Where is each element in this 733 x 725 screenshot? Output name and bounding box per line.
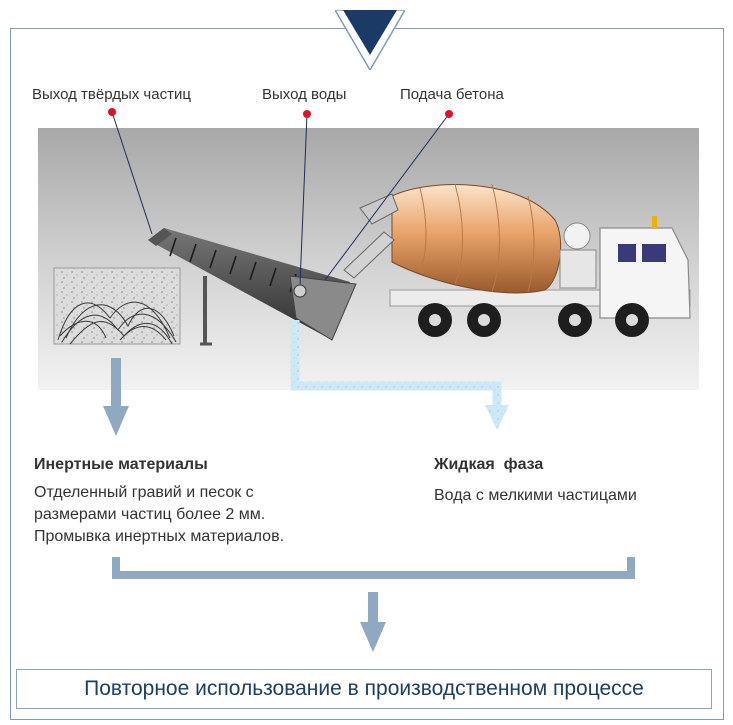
callout-dot-water: [303, 110, 311, 118]
water-flow-line: [290, 320, 502, 405]
liquid-phase-description: Вода с мелкими частицами: [434, 487, 637, 504]
inert-desc-line: размерами частиц более 2 мм.: [34, 506, 266, 523]
callout-dot-solids: [108, 108, 116, 116]
inert-materials-heading: Инертные материалы: [34, 456, 208, 473]
inert-flow-shaft: [111, 358, 121, 408]
inert-materials-description: Отделенный гравий и песок с размерами ча…: [34, 482, 364, 548]
gravel-strands: [57, 301, 177, 345]
result-box: Повторное использование в производственн…: [16, 669, 712, 709]
callout-water-outlet: Выход воды: [262, 86, 347, 103]
inert-desc-line: Промывка инертных материалов.: [34, 528, 285, 545]
callout-concrete-feed: Подача бетона: [400, 86, 504, 103]
water-flow-arrowhead: [485, 405, 509, 430]
result-text: Повторное использование в производственн…: [84, 677, 644, 700]
merge-bracket: [112, 557, 635, 579]
leader-concrete: [324, 113, 450, 281]
callout-dot-concrete: [445, 110, 453, 118]
leader-water: [299, 113, 308, 285]
result-flow-shaft: [368, 592, 378, 624]
concrete-mixer-truck-icon: [343, 183, 691, 337]
down-triangle-icon: [335, 10, 405, 70]
inert-flow-arrowhead: [103, 406, 129, 436]
inert-desc-line: Отделенный гравий и песок с: [34, 484, 254, 501]
gravel-pile: [53, 267, 181, 345]
callout-solids-outlet: Выход твёрдых частиц: [32, 86, 191, 103]
separator-screw-icon: [148, 228, 357, 341]
result-flow-arrowhead: [360, 622, 386, 652]
liquid-phase-heading: Жидкая фаза: [434, 456, 544, 473]
leader-solids: [111, 111, 153, 235]
